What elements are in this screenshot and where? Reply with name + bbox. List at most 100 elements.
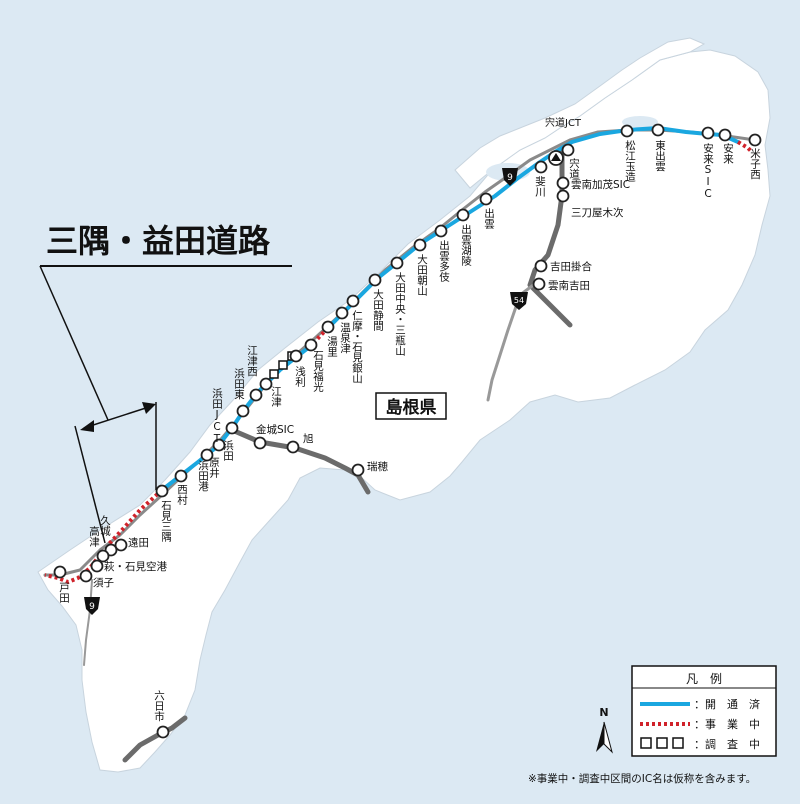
ic-hikawa — [534, 160, 548, 174]
label-toda: 戸田 — [58, 582, 70, 603]
legend-construction: ：事 業 中 — [694, 718, 760, 731]
label-suko: 須子 — [93, 577, 114, 589]
ic-nima — [346, 294, 360, 308]
route-shields: 9 9 54 — [84, 168, 528, 615]
label-izumo-koryo: 出雲湖陵 — [460, 223, 472, 267]
label-harai: 原井 — [208, 457, 220, 479]
label-yunotsu: 温泉津 — [339, 322, 351, 354]
ic-hamada-jct — [225, 421, 239, 435]
ic-suko — [79, 569, 93, 583]
label-mizuho: 瑞穂 — [367, 460, 388, 473]
interchanges — [53, 123, 762, 739]
ic-asahi — [286, 440, 300, 454]
label-izumo-tagi: 出雲多伎 — [438, 239, 450, 283]
label-nishimura: 西村 — [176, 484, 188, 505]
ic-endai — [114, 538, 128, 552]
label-izumo: 出雲 — [483, 207, 495, 230]
route-shield-9: 9 — [84, 597, 100, 615]
prefecture-box: 島根県 — [375, 392, 447, 420]
label-endai: 遠田 — [128, 536, 149, 549]
survey-marker — [269, 369, 279, 379]
ic-asari — [289, 349, 303, 363]
ic-mizuho — [351, 463, 365, 477]
ic-iwami-fukumitsu — [304, 338, 318, 352]
ic-izumo-tagi — [434, 224, 448, 238]
label-yasugi: 安来 — [722, 142, 734, 165]
survey-marker — [278, 360, 288, 370]
label-oda-shizuma: 大田静間 — [372, 288, 384, 332]
footnote: ※事業中・調査中区間のIC名は仮称を含みます。 — [528, 772, 756, 785]
label-iwami-fukumitsu: 石見福光 — [312, 350, 324, 393]
label-muikaichi: 六日市 — [153, 690, 165, 722]
label-asari: 浅利 — [294, 365, 306, 387]
legend-swatch-survey — [640, 737, 684, 749]
label-hamada: 浜田 — [222, 440, 234, 461]
route-shield-54: 54 — [510, 292, 528, 310]
label-kisuki-kakeai: 吉田掛合 — [550, 260, 592, 273]
ic-kanagi-sic — [253, 436, 267, 450]
label-hagi-airport: 萩・石見空港 — [104, 560, 167, 573]
ic-oda-shizuma — [368, 273, 382, 287]
ic-takatsu — [96, 549, 110, 563]
route-9-south — [83, 579, 93, 666]
shinji-jct-marker — [548, 150, 564, 166]
north-arrow: N — [596, 706, 613, 754]
label-hikawa: 斐川 — [534, 176, 546, 197]
ic-yunotsu — [335, 306, 349, 320]
label-kanagi-sic: 金城SIC — [256, 423, 294, 436]
legend-title: 凡 例 — [686, 672, 722, 686]
ic-yasugi — [718, 128, 732, 142]
label-iwami-misumi: 石見三隅 — [160, 500, 172, 543]
label-hamada-jct: 浜田JCT — [211, 388, 223, 445]
ic-kamo-sic — [556, 176, 570, 190]
construction-section — [106, 488, 164, 547]
ic-labels: 米子西 安来 安来SIC 東出雲 松江玉造 宍道JCT 宍道 雲南加茂SIC 三… — [58, 116, 761, 722]
label-oda-asayama: 大田朝山 — [416, 253, 428, 296]
label-asahi: 旭 — [303, 433, 314, 445]
route-54 — [527, 147, 573, 328]
label-oda-chuo: 大田中央・三瓶山 — [394, 271, 406, 356]
label-hamada-higashi: 浜田東 — [233, 368, 245, 400]
label-hamada-port: 浜田港 — [197, 460, 209, 492]
ic-oda-chuo — [390, 256, 404, 270]
ic-yusato — [321, 320, 335, 334]
ic-muikaichi — [156, 725, 170, 739]
ic-gotsu-nishi — [249, 388, 263, 402]
ic-hamada — [212, 438, 226, 452]
label-shinji-jct: 宍道JCT — [545, 116, 582, 129]
ic-hamada-higashi — [236, 404, 250, 418]
label-kamo-sic: 雲南加茂SIC — [571, 178, 630, 191]
ic-izumo — [479, 192, 493, 206]
ic-nishimura — [174, 469, 188, 483]
legend-survey: ：調 査 中 — [694, 737, 760, 751]
lake — [622, 116, 658, 128]
shimane-peninsula — [454, 37, 706, 189]
route-shield-9: 9 — [502, 168, 518, 186]
svg-text:9: 9 — [89, 602, 95, 612]
ic-iwami-misumi — [155, 484, 169, 498]
label-higashi-izumo: 東出雲 — [654, 139, 666, 172]
ic-mitoya — [556, 189, 570, 203]
ic-yasugi-sic — [701, 126, 715, 140]
ic-oda-asayama — [413, 238, 427, 252]
legend-open: ：開 通 済 — [694, 697, 760, 711]
label-nima: 仁摩・石見銀山 — [351, 310, 363, 384]
legend: 凡 例 ：開 通 済 ：事 業 中 ：調 査 中 — [631, 665, 777, 757]
svg-text:9: 9 — [507, 173, 513, 183]
label-gotsu-nishi: 江津西 — [246, 345, 258, 377]
label-shinji: 宍道 — [568, 157, 580, 179]
ic-higashi-izumo — [651, 123, 665, 137]
title-callout: 三隅・益田道路 — [39, 222, 292, 544]
label-gotsu: 江津 — [270, 386, 282, 408]
label-mitoya: 三刀屋木次 — [571, 206, 624, 219]
ic-toda — [53, 565, 67, 579]
label-yonago-nishi: 米子西 — [749, 147, 761, 179]
label-yusato: 湯里 — [326, 336, 338, 357]
svg-text:54: 54 — [514, 296, 524, 305]
ic-matsue-tamatsukuri — [620, 124, 634, 138]
open-section — [326, 126, 740, 330]
north-label: N — [599, 706, 608, 719]
ic-izumo-koryo — [456, 208, 470, 222]
